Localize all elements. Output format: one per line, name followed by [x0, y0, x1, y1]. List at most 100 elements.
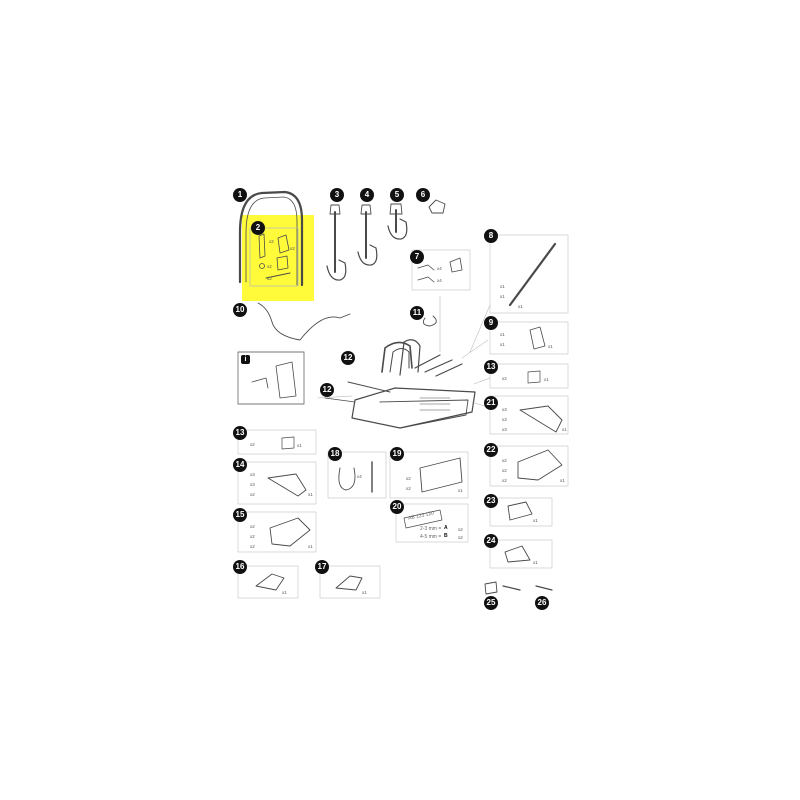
part-badge-10: 10: [233, 303, 247, 317]
qty-label: x1: [500, 332, 505, 337]
part-badge-1: 1: [233, 188, 247, 202]
part-badge-15: 15: [233, 508, 247, 522]
qty-label: x2: [502, 468, 507, 473]
part-badge-2: 2: [251, 221, 265, 235]
part-badge-13-right: 13: [484, 360, 498, 374]
qty-label: x1: [548, 344, 553, 349]
bike-carrier-assembly: [324, 339, 476, 429]
part-21-box: [489, 395, 569, 435]
part-16-cover: [255, 573, 285, 591]
part-4-knob: [360, 204, 372, 215]
qty-label: x1: [562, 427, 567, 432]
qty-label: x1: [297, 443, 302, 448]
part-badge-26: 26: [535, 596, 549, 610]
plate-letter-a: A: [444, 525, 448, 531]
qty-label: x4: [437, 266, 442, 271]
qty-label: x1: [560, 478, 565, 483]
part-7-strap: [417, 264, 435, 271]
part-badge-21: 21: [484, 396, 498, 410]
qty-label: x1: [362, 590, 367, 595]
qty-label: x2: [269, 239, 274, 244]
qty-label: x2: [250, 524, 255, 529]
qty-label: x1: [544, 377, 549, 382]
part-badge-18: 18: [328, 447, 342, 461]
qty-label: x3: [502, 427, 507, 432]
part-23-cover: [507, 501, 533, 521]
part-18-box: [327, 451, 387, 499]
part-2-washer: [259, 263, 265, 269]
part-19-plate-holder: [419, 457, 463, 493]
part-badge-12b: 12: [320, 383, 334, 397]
part-25-lock: [484, 581, 498, 595]
part-15-light: [269, 517, 311, 547]
part-7-buckle: [449, 257, 463, 273]
part-7-strap-2: [417, 276, 435, 283]
part-badge-20: 20: [390, 500, 404, 514]
part-3-clamp: [326, 259, 347, 281]
qty-label: x1: [518, 304, 523, 309]
part-18-clip: [338, 467, 356, 491]
part-2-clamp: [258, 233, 266, 259]
part-2-pad: [277, 234, 290, 254]
part-badge-17: 17: [315, 560, 329, 574]
part-1-arch-frame-inner: [245, 196, 298, 286]
part-25-key: [502, 585, 521, 591]
info-icon: i: [241, 355, 250, 364]
part-8-rod: [508, 242, 557, 307]
qty-label: x2: [406, 476, 411, 481]
qty-label: x2: [267, 276, 272, 281]
part-badge-11: 11: [410, 306, 424, 320]
qty-label: x1: [308, 492, 313, 497]
plate-letter-b: B: [444, 533, 448, 539]
part-21-bracket: [519, 405, 563, 433]
plate-row-b: 4-5 mm =: [420, 534, 442, 540]
part-2-bracket: [276, 255, 289, 271]
part-badge-13-left: 13: [233, 426, 247, 440]
part-13-right-box: [489, 363, 569, 389]
qty-label: x2: [502, 376, 507, 381]
part-badge-14: 14: [233, 458, 247, 472]
part-badge-3: 3: [330, 188, 344, 202]
info-box: [237, 351, 305, 405]
part-9-clip: [529, 326, 546, 350]
part-badge-8: 8: [484, 229, 498, 243]
qty-label: x2: [458, 535, 463, 540]
qty-label: x1: [500, 294, 505, 299]
qty-label: x2: [250, 544, 255, 549]
part-6-cap: [428, 199, 446, 214]
part-22-light: [517, 449, 563, 481]
part-badge-6: 6: [416, 188, 430, 202]
part-badge-7: 7: [410, 250, 424, 264]
part-14-bracket: [267, 473, 307, 497]
part-24-cover: [504, 545, 531, 563]
qty-label: x1: [458, 488, 463, 493]
part-badge-23: 23: [484, 494, 498, 508]
part-13-left-pad: [281, 436, 295, 450]
part-5-knob: [389, 203, 403, 215]
part-13-left-box: [237, 429, 317, 455]
qty-label: x2: [290, 246, 295, 251]
qty-label: x1: [533, 560, 538, 565]
qty-label: x1: [500, 284, 505, 289]
part-20-plate: [403, 509, 443, 529]
part-badge-9: 9: [484, 316, 498, 330]
part-badge-16: 16: [233, 560, 247, 574]
info-illustration-2: [251, 377, 269, 389]
part-24-box: [489, 539, 553, 569]
qty-label: x4: [357, 474, 362, 479]
qty-label: x1: [533, 518, 538, 523]
qty-label: x2: [250, 492, 255, 497]
plate-row-a: 2-3 mm =: [420, 526, 442, 532]
part-badge-12a: 12: [341, 351, 355, 365]
part-17-cover: [335, 575, 363, 591]
qty-label: x3: [502, 407, 507, 412]
part-badge-4: 4: [360, 188, 374, 202]
part-badge-5: 5: [390, 188, 404, 202]
qty-label: x1: [308, 544, 313, 549]
part-10-cable: [257, 302, 351, 341]
part-20-box: [395, 503, 469, 543]
qty-label: x2: [250, 534, 255, 539]
part-badge-19: 19: [390, 447, 404, 461]
part-badge-24: 24: [484, 534, 498, 548]
